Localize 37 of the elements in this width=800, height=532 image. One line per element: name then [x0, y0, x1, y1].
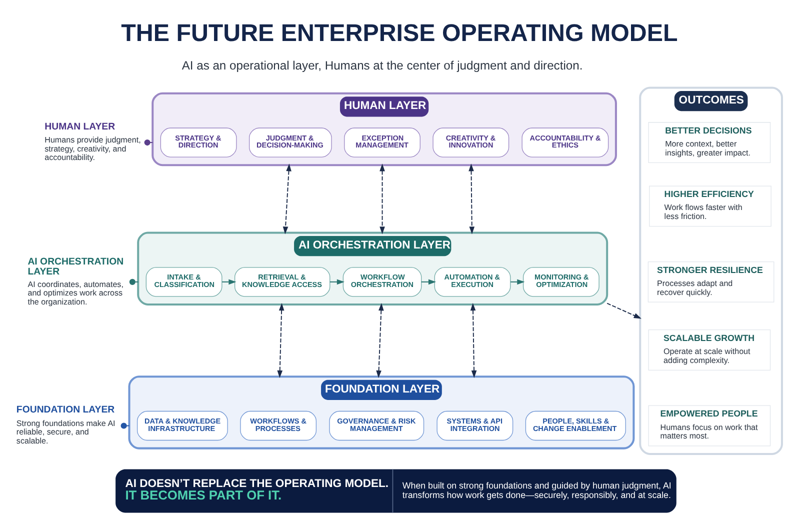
node-box: EXCEPTION MANAGEMENT: [344, 128, 420, 158]
arrow: [222, 279, 236, 285]
node-text: HUMAN LAYER Humans provide judgment, strategy, creativity, and accountability.: [44, 121, 141, 162]
node-box: ACCOUNTABILITY & ETHICS: [522, 128, 609, 158]
arrow: [510, 279, 525, 285]
node-box: PEOPLE, SKILLS & CHANGE ENABLEMENT: [525, 410, 626, 441]
node-box: WORKFLOWS & PROCESSES: [240, 410, 317, 441]
node-box: MONITORING & OPTIMIZATION: [522, 267, 600, 297]
arrow: [468, 164, 475, 234]
arrow: [282, 164, 292, 234]
node-box: JUDGMENT & DECISION-MAKING: [249, 128, 332, 158]
arrow: [606, 302, 642, 319]
node-box: STRONGER RESILIENCE Processes adapt and recover quickly.: [648, 261, 774, 302]
arrow: [277, 303, 284, 378]
node-box: CREATIVITY & INNOVATION: [432, 128, 510, 158]
arrow: [329, 279, 344, 285]
arrow: [420, 279, 436, 285]
node-box: WORKFLOW ORCHESTRATION: [342, 267, 422, 297]
node-box: DATA & KNOWLEDGE INFRASTRUCTURE: [136, 410, 228, 441]
node-box: STRATEGY & DIRECTION: [160, 128, 237, 158]
node-box: HIGHER EFFICIENCY Work flows faster with less friction.: [649, 186, 772, 227]
arrow: [470, 303, 477, 378]
arrow: [380, 164, 385, 234]
label: AI as an operational layer, Humans at the center of judgment and direction.: [182, 58, 583, 73]
node-box: EMPOWERED PEOPLE Humans focus on work that matters most.: [648, 405, 771, 446]
node-box: SCALABLE GROWTH Operate at scale without adding complexity.: [648, 330, 771, 370]
diagram-title: THE FUTURE ENTERPRISE OPERATING MODEL: [121, 20, 678, 47]
connector: [129, 278, 139, 285]
node-box: BETTER DECISIONS More context, better insights, greater impact.: [648, 122, 771, 163]
node-box: GOVERNANCE & RISK MANAGEMENT: [329, 410, 424, 441]
node-box: INTAKE & CLASSIFICATION: [146, 267, 222, 297]
node-box: SYSTEMS & API INTEGRATION: [436, 410, 514, 441]
arrow: [376, 303, 384, 378]
node-text: FOUNDATION LAYER Strong foundations make AI reliable, secure, and scalable.: [16, 404, 116, 446]
node-box: RETRIEVAL & KNOWLEDGE ACCESS: [234, 267, 330, 297]
node-box: AUTOMATION & EXECUTION: [434, 267, 511, 297]
node-text: AI ORCHESTRATION LAYER AI coordinates, automates, and optimizes work across the organization.: [28, 256, 124, 306]
